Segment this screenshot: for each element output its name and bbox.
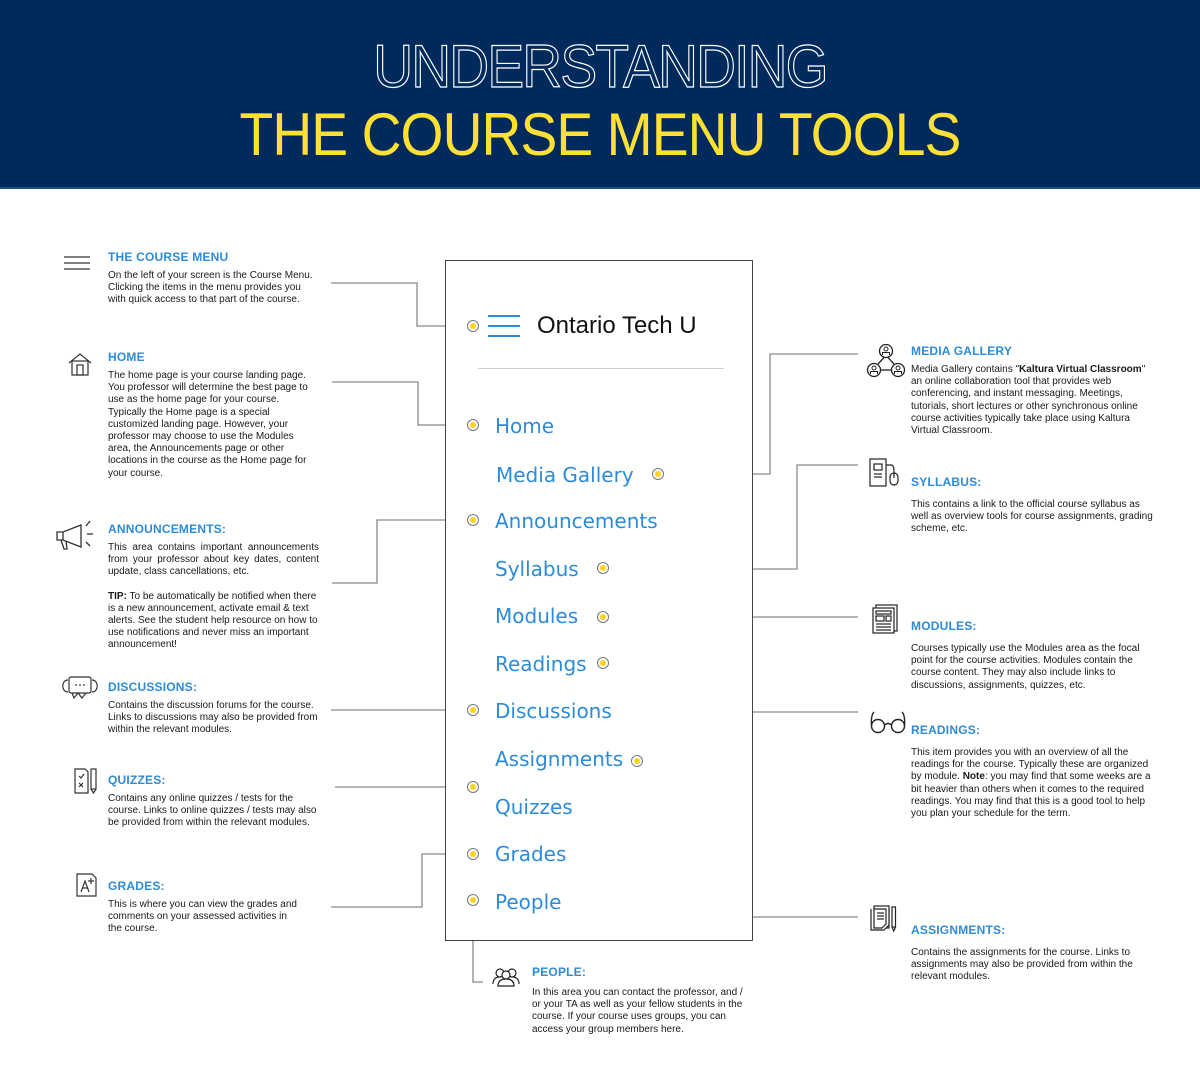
text-home: The home page is your course landing pag… — [108, 370, 308, 479]
title-understanding: UNDERSTANDING — [48, 32, 1152, 102]
heading-modules: MODULES: — [911, 619, 977, 633]
heading-readings: READINGS: — [911, 723, 981, 737]
callout-dot-readings — [597, 657, 609, 669]
document-pencil-icon — [870, 905, 897, 933]
heading-discussions: DISCUSSIONS: — [108, 680, 198, 694]
chat-bubbles-icon — [62, 676, 98, 700]
menu-divider — [478, 368, 724, 369]
text-people: In this area you can contact the profess… — [532, 987, 743, 1035]
computer-document-icon — [869, 458, 899, 487]
text-media-gallery-after: " an online collaboration tool that prov… — [911, 364, 1146, 437]
callout-dot-syllabus — [597, 562, 609, 574]
info-announcements: ANNOUNCEMENTS: This area contains import… — [108, 522, 319, 652]
callout-dot-quizzes — [467, 781, 479, 793]
heading-quizzes: QUIZZES: — [108, 773, 166, 787]
title-line-1: UNDERSTANDING — [373, 32, 829, 100]
tip-label: TIP: — [108, 590, 127, 602]
heading-grades: GRADES: — [108, 879, 165, 893]
menu-item-grades[interactable]: Grades — [495, 842, 567, 866]
heading-course-menu: THE COURSE MENU — [108, 250, 229, 264]
course-menu-mockup — [445, 260, 753, 941]
text-syllabus: This contains a link to the official cou… — [911, 499, 1153, 535]
text-readings: This item provides you with an overview … — [911, 747, 1155, 820]
info-syllabus: SYLLABUS: This contains a link to the of… — [911, 475, 1157, 536]
menu-item-home[interactable]: Home — [495, 414, 555, 438]
course-menu-header: Ontario Tech U — [488, 308, 697, 344]
text-note-bold: Note — [962, 771, 985, 783]
callout-dot-people — [467, 894, 479, 906]
menu-item-readings[interactable]: Readings — [495, 652, 587, 676]
quiz-checklist-icon — [74, 768, 97, 794]
info-course-menu: THE COURSE MENU On the left of your scre… — [108, 250, 318, 307]
menu-item-quizzes[interactable]: Quizzes — [495, 795, 573, 819]
heading-home: HOME — [108, 350, 145, 364]
newspaper-icon — [872, 604, 898, 634]
heading-announcements: ANNOUNCEMENTS: — [108, 522, 227, 536]
header-banner: UNDERSTANDING THE COURSE MENU TOOLS — [0, 0, 1200, 189]
menu-item-announcements[interactable]: Announcements — [495, 509, 658, 533]
callout-dot-grades — [467, 848, 479, 860]
text-assignments: Contains the assignments for the course.… — [911, 947, 1133, 983]
info-modules: MODULES: Courses typically use the Modul… — [911, 619, 1151, 692]
callout-dot-home — [467, 419, 479, 431]
text-grades: This is where you can view the grades an… — [108, 899, 297, 935]
callout-dot-announcements — [467, 514, 479, 526]
text-discussions: Contains the discussion forums for the c… — [108, 700, 318, 736]
text-media-gallery: Media Gallery contains "Kaltura Virtual … — [911, 364, 1153, 437]
info-grades: GRADES: This is where you can view the g… — [108, 879, 303, 936]
menu-item-modules[interactable]: Modules — [495, 604, 579, 628]
network-users-icon — [866, 343, 906, 378]
text-announcements: This area contains important announcemen… — [108, 542, 319, 578]
info-discussions: DISCUSSIONS: Contains the discussion for… — [108, 680, 323, 737]
hamburger-icon — [64, 256, 90, 270]
text-readings-before: This item provides you with an overview … — [911, 747, 1149, 783]
megaphone-icon — [56, 520, 93, 550]
text-course-menu: On the left of your screen is the Course… — [108, 270, 313, 306]
menu-item-assignments[interactable]: Assignments — [495, 747, 624, 771]
menu-item-people[interactable]: People — [495, 890, 562, 914]
text-modules: Courses typically use the Modules area a… — [911, 643, 1140, 691]
callout-dot-modules — [597, 611, 609, 623]
hamburger-icon[interactable] — [488, 315, 520, 337]
callout-dot-discussions — [467, 704, 479, 716]
info-readings: READINGS: This item provides you with an… — [911, 723, 1155, 820]
glasses-icon — [870, 711, 906, 734]
menu-item-syllabus[interactable]: Syllabus — [495, 557, 579, 581]
grade-a-plus-icon — [76, 873, 97, 897]
tip-announcements: TIP: To be automatically be notified whe… — [108, 591, 319, 652]
heading-people: PEOPLE: — [532, 965, 587, 979]
info-assignments: ASSIGNMENTS: Contains the assignments fo… — [911, 923, 1151, 984]
callout-dot-course-menu — [467, 320, 479, 332]
info-quizzes: QUIZZES: Contains any online quizzes / t… — [108, 773, 323, 830]
callout-dot-media-gallery — [652, 468, 664, 480]
info-media-gallery: MEDIA GALLERY Media Gallery contains "Ka… — [911, 344, 1153, 437]
tip-text: To be automatically be notified when the… — [108, 590, 318, 651]
callout-dot-assignments — [631, 755, 643, 767]
menu-item-media-gallery[interactable]: Media Gallery — [496, 463, 634, 487]
info-home: HOME The home page is your course landin… — [108, 350, 314, 480]
text-kaltura-bold: Kaltura Virtual Classroom — [1019, 364, 1142, 375]
menu-item-discussions[interactable]: Discussions — [495, 699, 612, 723]
text-quizzes: Contains any online quizzes / tests for … — [108, 793, 317, 829]
info-people: PEOPLE: In this area you can contact the… — [532, 965, 744, 1036]
text-media-gallery-before: Media Gallery contains " — [911, 364, 1020, 375]
heading-media-gallery: MEDIA GALLERY — [911, 344, 1013, 358]
brand-name: Ontario Tech U — [537, 312, 697, 339]
house-icon — [68, 353, 92, 376]
title-course-menu-tools: THE COURSE MENU TOOLS — [239, 101, 962, 168]
group-people-icon — [492, 968, 520, 987]
heading-assignments: ASSIGNMENTS: — [911, 923, 1006, 937]
heading-syllabus: SYLLABUS: — [911, 475, 982, 489]
text-readings-after: : you may find that some weeks are a bit… — [911, 771, 1151, 820]
